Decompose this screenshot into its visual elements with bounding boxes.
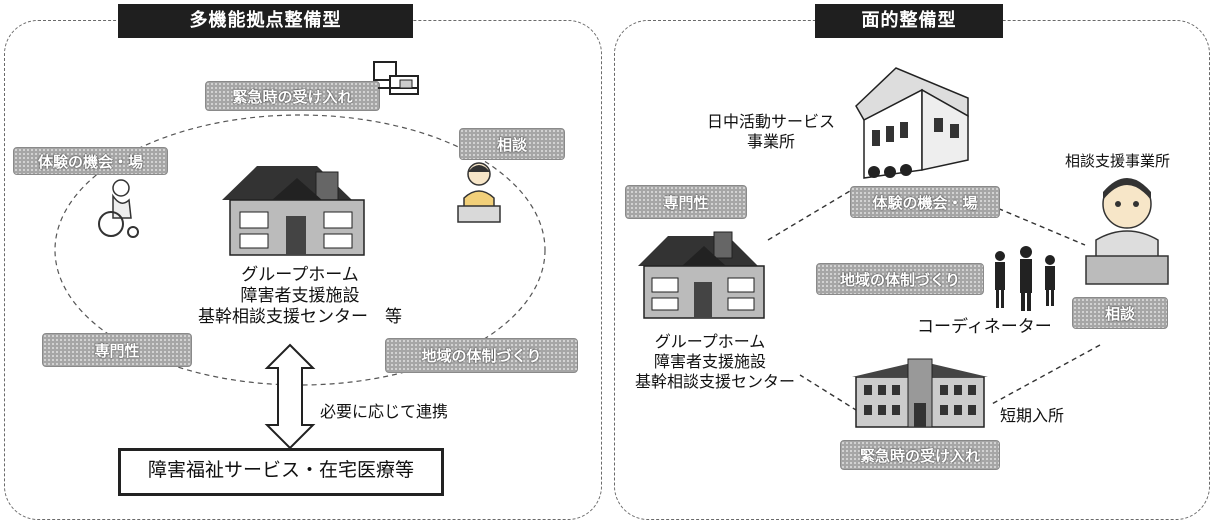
- short-stay-building-icon: [852, 358, 988, 428]
- left-facility-line-2: 障害者支援施設: [240, 286, 360, 306]
- left-label-specialty: 専門性: [42, 333, 192, 367]
- short-stay-label: 短期入所: [1000, 406, 1065, 425]
- left-label-emergency: 緊急時の受け入れ: [205, 81, 380, 111]
- right-label-community: 地域の体制づくり: [816, 263, 984, 295]
- link-arrow-icon: [264, 343, 316, 450]
- left-label-community: 地域の体制づくり: [385, 338, 578, 373]
- left-label-experience: 体験の機会・場: [13, 147, 168, 175]
- left-label-consult: 相談: [459, 128, 565, 160]
- consultant-person-icon: [457, 162, 501, 223]
- left-facility-line-1: グループホーム: [241, 265, 359, 285]
- day-service-building-icon: [855, 67, 969, 179]
- bed-icon: [373, 61, 419, 95]
- right-facility-line-3: 基幹相談支援センター: [634, 372, 795, 391]
- wheelchair-person-icon: [98, 179, 139, 238]
- consult-office-label: 相談支援事業所: [1065, 152, 1171, 170]
- group-home-building-icon: [222, 166, 365, 256]
- coordinator-label: コーディネーター: [917, 317, 1052, 337]
- right-facility-line-1: グループホーム: [654, 332, 766, 351]
- right-group-home-building-icon: [638, 231, 765, 319]
- right-label-consult: 相談: [1072, 297, 1168, 329]
- consult-office-person-icon: [1085, 178, 1169, 285]
- coordinators-icon: [995, 246, 1055, 311]
- right-label-specialty: 専門性: [625, 185, 747, 219]
- right-title: 面的整備型: [815, 4, 1003, 38]
- left-link-label: 必要に応じて連携: [320, 402, 449, 421]
- day-service-line-2: 事業所: [746, 132, 795, 151]
- left-facility-line-3: 基幹相談支援センター 等: [198, 307, 402, 327]
- right-facility-line-2: 障害者支援施設: [653, 352, 766, 371]
- left-bottom-box: 障害福祉サービス・在宅医療等: [118, 448, 444, 496]
- right-label-emergency: 緊急時の受け入れ: [840, 440, 1000, 470]
- left-title: 多機能拠点整備型: [118, 4, 413, 38]
- right-label-experience: 体験の機会・場: [850, 186, 1000, 218]
- day-service-line-1: 日中活動サービス: [706, 112, 835, 131]
